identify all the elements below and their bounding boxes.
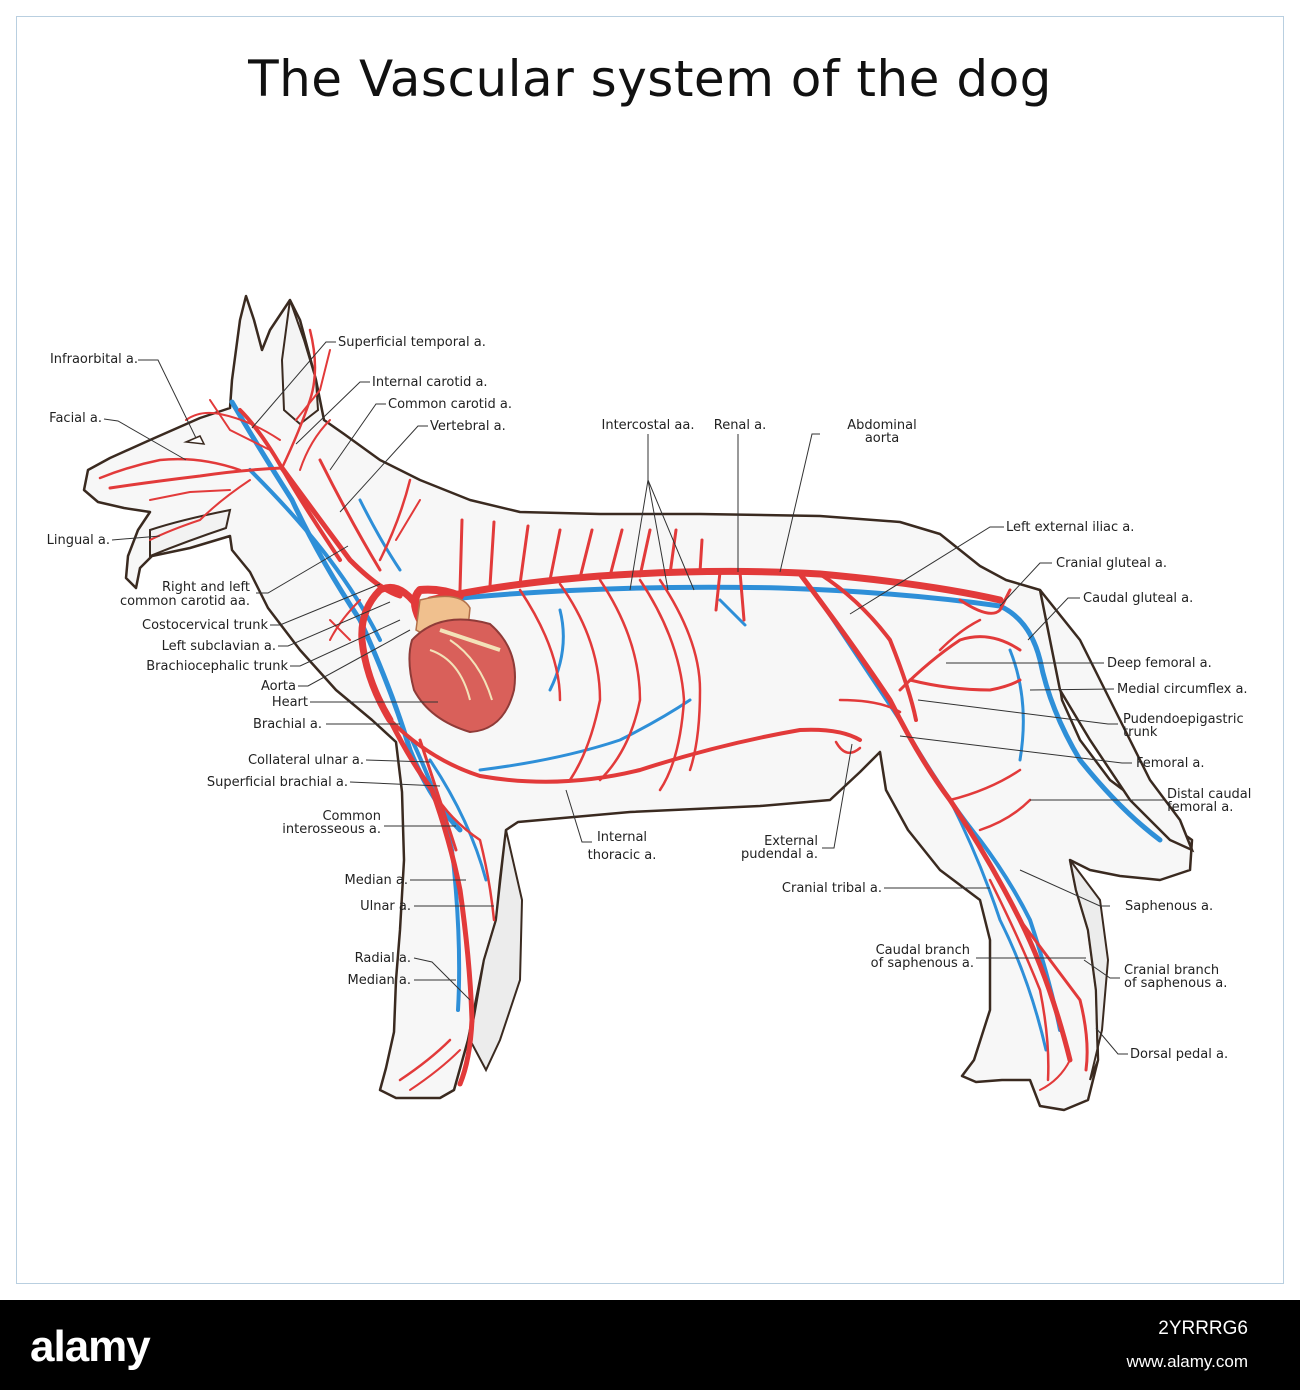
label-renal: Renal a. (714, 418, 767, 433)
label-distal-caudal-femoral-1: Distal caudal (1167, 787, 1251, 802)
label-median-lower: Median a. (347, 973, 411, 988)
label-collateral-ulnar: Collateral ulnar a. (248, 753, 364, 768)
dog-vascular-diagram: Infraorbital a. Facial a. Lingual a. Rig… (47, 294, 1251, 1112)
label-vertebral: Vertebral a. (430, 419, 506, 434)
label-ulnar: Ulnar a. (360, 899, 411, 914)
label-right-left-carotid-1: Right and left (162, 580, 250, 595)
label-deep-femoral: Deep femoral a. (1107, 656, 1212, 671)
label-costocervical: Costocervical trunk (142, 618, 268, 633)
label-left-external-iliac: Left external iliac a. (1006, 520, 1134, 535)
label-internal-carotid: Internal carotid a. (372, 375, 488, 390)
label-medial-circumflex: Medial circumflex a. (1117, 682, 1248, 697)
label-external-pudendal-2: pudendal a. (741, 847, 818, 862)
label-femoral: Femoral a. (1136, 756, 1205, 771)
label-aorta: Aorta (261, 679, 296, 694)
label-caudal-gluteal: Caudal gluteal a. (1083, 591, 1193, 606)
label-caudal-branch-saphenous-1: Caudal branch (876, 943, 970, 958)
label-caudal-branch-saphenous-2: of saphenous a. (871, 956, 974, 971)
eye (183, 435, 206, 445)
ear-inner (280, 299, 320, 426)
label-internal-thoracic-2: thoracic a. (588, 848, 657, 863)
label-abdominal-aorta-1: Abdominal (847, 418, 916, 433)
label-cranial-branch-saphenous-1: Cranial branch (1124, 963, 1219, 978)
label-cranial-gluteal: Cranial gluteal a. (1056, 556, 1167, 571)
label-distal-caudal-femoral-2: femoral a. (1167, 800, 1233, 815)
labels-right: Left external iliac a. Cranial gluteal a… (1006, 520, 1251, 1062)
leader-lines (103, 341, 1164, 1055)
label-left-subclavian: Left subclavian a. (162, 639, 276, 654)
labels-top: Superficial temporal a. Internal carotid… (338, 335, 974, 971)
label-saphenous: Saphenous a. (1125, 899, 1213, 914)
label-abdominal-aorta-2: aorta (865, 431, 899, 446)
label-infraorbital: Infraorbital a. (50, 352, 138, 367)
brand-logo: alamy (30, 1322, 151, 1371)
site-url: www.alamy.com (1126, 1352, 1248, 1371)
far-foreleg-shade (468, 829, 524, 1073)
diagram-frame (16, 16, 1284, 1284)
label-dorsal-pedal: Dorsal pedal a. (1130, 1047, 1228, 1062)
tongue (149, 508, 232, 558)
label-internal-thoracic-1: Internal (597, 830, 647, 845)
label-lingual: Lingual a. (47, 533, 110, 548)
label-common-carotid: Common carotid a. (388, 397, 512, 412)
far-hindleg-shade (1069, 859, 1110, 1081)
diagram-title: The Vascular system of the dog (248, 50, 1052, 108)
watermark-footer: alamy 2YRRRG6 www.alamy.com (0, 1300, 1300, 1390)
label-right-left-carotid-2: common carotid aa. (120, 594, 250, 609)
label-cranial-branch-saphenous-2: of saphenous a. (1124, 976, 1227, 991)
label-median-upper: Median a. (344, 873, 408, 888)
arteries (98, 328, 1089, 1091)
label-pudendoepigastric-1: Pudendoepigastric (1123, 712, 1244, 727)
label-common-interosseous-1: Common (322, 809, 381, 824)
label-superficial-brachial: Superficial brachial a. (207, 775, 348, 790)
label-radial: Radial a. (355, 951, 411, 966)
label-brachiocephalic: Brachiocephalic trunk (146, 659, 288, 674)
label-heart: Heart (272, 695, 308, 710)
label-intercostal: Intercostal aa. (602, 418, 695, 433)
heart-organ (408, 595, 516, 734)
image-id: 2YRRRG6 (1158, 1318, 1248, 1339)
tail (1038, 589, 1195, 853)
label-brachial: Brachial a. (253, 717, 322, 732)
label-facial: Facial a. (49, 411, 102, 426)
label-pudendoepigastric-2: trunk (1123, 725, 1158, 740)
label-superficial-temporal: Superficial temporal a. (338, 335, 486, 350)
label-external-pudendal-1: External (764, 834, 818, 849)
label-cranial-tibial: Cranial tribal a. (782, 881, 882, 896)
label-common-interosseous-2: interosseous a. (282, 822, 381, 837)
labels-left: Infraorbital a. Facial a. Lingual a. Rig… (47, 352, 411, 988)
